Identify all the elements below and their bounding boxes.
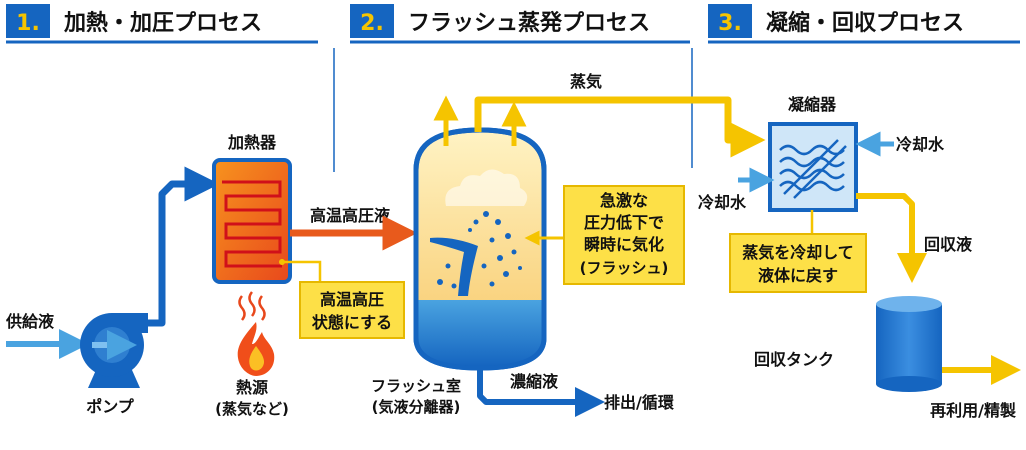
flash-chamber: [413, 127, 547, 371]
callout-line: 液体に戻す: [758, 266, 838, 285]
section-title: 凝縮・回収プロセス: [766, 10, 964, 36]
section-title: 加熱・加圧プロセス: [63, 10, 262, 36]
vapor-cloud-icon: [445, 169, 528, 206]
condenser-label: 凝縮器: [788, 95, 837, 114]
callout-line: 急激な: [600, 191, 648, 210]
section-header-3: 3. 凝縮・回収プロセス: [708, 4, 1020, 44]
reuse-label: 再利用/精製: [930, 401, 1016, 420]
callout-hot-pressure: 高温高圧 状態にする: [299, 281, 405, 339]
discharge-label: 排出/循環: [604, 393, 675, 412]
pump: [80, 313, 148, 388]
callout-line: 蒸気を冷却して: [742, 243, 854, 262]
steam-label: 蒸気: [570, 72, 602, 91]
spray-droplets-icon: [437, 211, 522, 289]
condenser-coil-icon: [779, 139, 847, 199]
heat-waves-icon: [238, 291, 266, 321]
callout-line: 高温高圧: [320, 290, 384, 309]
section-header-1: 1. 加熱・加圧プロセス: [6, 4, 318, 44]
section-number: 2.: [360, 11, 384, 36]
cooling-water-left-label: 冷却水: [698, 193, 747, 212]
pipe-concentrate: [477, 368, 605, 417]
section-number: 1.: [16, 11, 40, 36]
callout-connector: [282, 260, 322, 282]
callout-condense: 蒸気を冷却して 液体に戻す: [729, 233, 867, 293]
flash-chamber-label: フラッシュ室: [371, 377, 461, 395]
callout-line: (フラッシュ): [580, 259, 669, 277]
hot-liquid-label: 高温高圧液: [310, 206, 391, 225]
concentrate-label: 濃縮液: [510, 372, 559, 391]
pipe-recovered-liquid: [856, 193, 927, 283]
flame-icon: [237, 322, 275, 376]
callout-line: 圧力低下で: [584, 213, 664, 232]
flash-spray-icon: [430, 237, 478, 296]
pipe-pump-to-heater: [148, 166, 220, 327]
pipe-steam: [474, 96, 766, 158]
callout-line: 状態にする: [312, 313, 392, 332]
recovery-tank: [876, 296, 942, 392]
condenser: [768, 122, 858, 212]
feed-liquid-label: 供給液: [5, 312, 55, 331]
heater-label: 加熱器: [227, 133, 277, 152]
section-header-2: 2. フラッシュ蒸発プロセス: [350, 4, 690, 44]
heating-coil-icon: [222, 180, 282, 268]
section-number: 3.: [718, 11, 742, 36]
callout-flash: 急激な 圧力低下で 瞬時に気化 (フラッシュ): [563, 185, 685, 285]
recovered-liquid-label: 回収液: [924, 235, 973, 254]
recovery-tank-label: 回収タンク: [754, 350, 834, 369]
cooling-water-right-label: 冷却水: [896, 135, 945, 154]
callout-line: 瞬時に気化: [584, 235, 664, 254]
heat-source-label: 熱源: [236, 378, 268, 397]
pump-label: ポンプ: [86, 397, 135, 416]
section-title: フラッシュ蒸発プロセス: [408, 11, 650, 36]
flash-chamber-sub-label: (気液分離器): [372, 398, 461, 416]
heater: [212, 158, 292, 284]
heat-source-sub-label: (蒸気など): [215, 400, 289, 418]
